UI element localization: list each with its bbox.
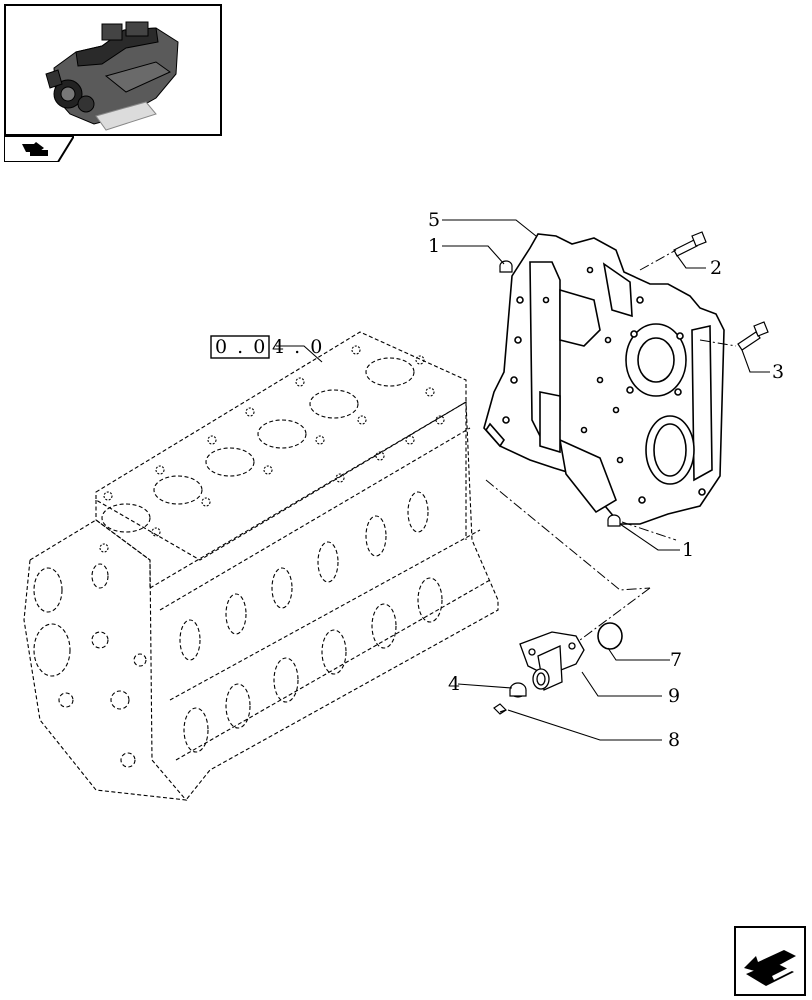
timing-cover-part-5 — [483, 233, 725, 525]
bolt-part-3 — [737, 321, 769, 351]
bolt-part-2 — [673, 231, 707, 257]
plug-part-1-bottom — [607, 514, 621, 527]
callout-8: 8 — [668, 729, 680, 751]
assembly-lines — [485, 249, 737, 641]
o-ring-part-7 — [597, 622, 623, 650]
callout-3: 3 — [772, 361, 784, 383]
screw-part-8 — [493, 703, 507, 715]
back-arrow-icon — [3, 135, 76, 163]
next-page-button[interactable] — [734, 926, 806, 996]
callout-9: 9 — [668, 685, 680, 707]
leader-lines — [276, 219, 770, 741]
reference-box-label: 0 . 0 — [215, 336, 267, 358]
plug-part-1-top — [499, 260, 513, 273]
engine-thumbnail-icon — [45, 21, 179, 131]
back-nav-tab[interactable] — [3, 135, 76, 163]
callout-2: 2 — [710, 257, 722, 279]
callout-5: 5 — [428, 209, 440, 231]
callout-1-top: 1 — [428, 235, 440, 257]
next-page-arrow-icon — [744, 950, 798, 986]
reference-suffix: 4 . 0 — [272, 336, 324, 358]
engine-block-phantom — [23, 331, 499, 801]
plug-part-4 — [509, 682, 527, 698]
engine-thumbnail — [4, 4, 222, 136]
callout-4: 4 — [448, 673, 460, 695]
section-reference[interactable]: 0 . 0 4 . 0 — [210, 335, 324, 359]
callout-1-bottom: 1 — [682, 539, 694, 561]
fitting-part-9 — [519, 631, 585, 691]
reference-box[interactable] — [210, 335, 270, 359]
callout-7: 7 — [670, 649, 682, 671]
